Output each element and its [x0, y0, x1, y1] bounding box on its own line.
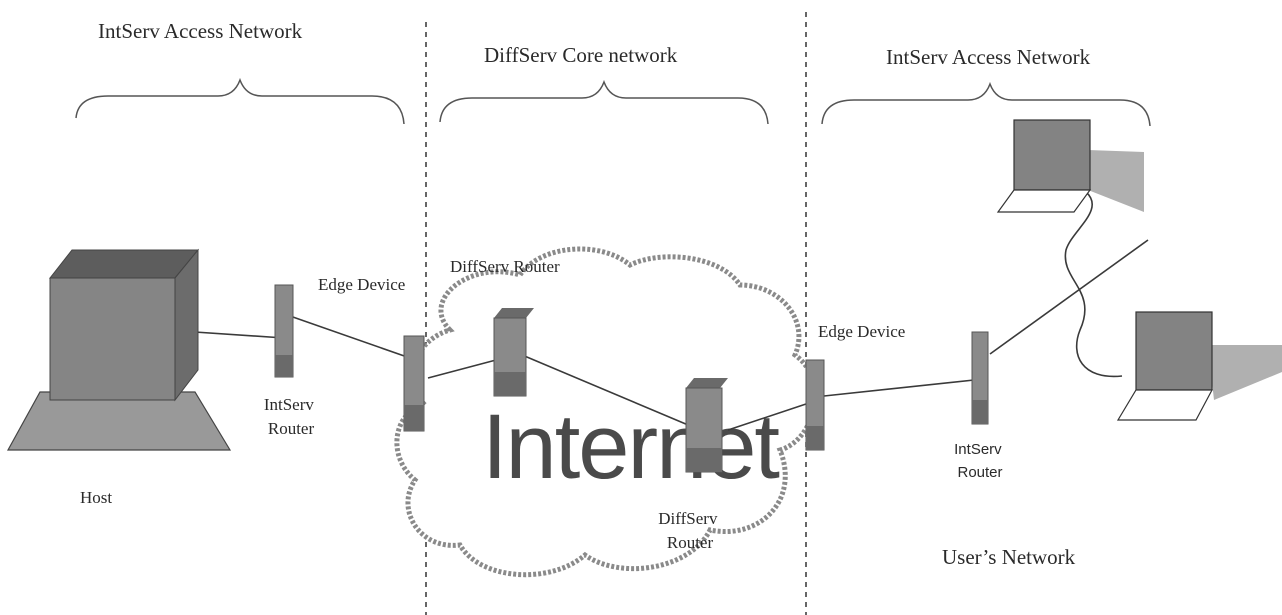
brace-middle [439, 79, 769, 125]
laptop-top-icon [996, 119, 1144, 213]
brace-left [75, 77, 405, 125]
intserv-router-left-label: IntServ Router [264, 395, 318, 438]
edge-device-left-icon [403, 335, 425, 432]
region-title-left: IntServ Access Network [98, 19, 303, 43]
intserv-router-right-label: IntServ Router [954, 441, 1006, 481]
edge-device-left-label: Edge Device [318, 275, 405, 294]
edge-device-right-label: Edge Device [818, 322, 905, 341]
diffserv-router-bottom-icon [685, 378, 728, 473]
host-label: Host [80, 488, 112, 507]
laptop-bottom-icon [1116, 311, 1282, 421]
diffserv-router-top-label: DiffServ Router [450, 257, 560, 276]
users-network-label: User’s Network [942, 545, 1076, 569]
host-computer-icon [6, 248, 232, 451]
intserv-router-right-icon [971, 331, 989, 425]
intserv-router-left-icon [274, 284, 294, 378]
connection-lines [164, 191, 1149, 431]
region-title-right: IntServ Access Network [886, 45, 1091, 69]
diffserv-router-bottom-label: DiffServ Router [658, 509, 721, 552]
diffserv-router-top-icon [493, 308, 534, 397]
internet-label: Internet [482, 396, 779, 498]
brace-right [821, 81, 1151, 127]
region-title-middle: DiffServ Core network [484, 43, 678, 67]
edge-device-right-icon [805, 359, 825, 451]
